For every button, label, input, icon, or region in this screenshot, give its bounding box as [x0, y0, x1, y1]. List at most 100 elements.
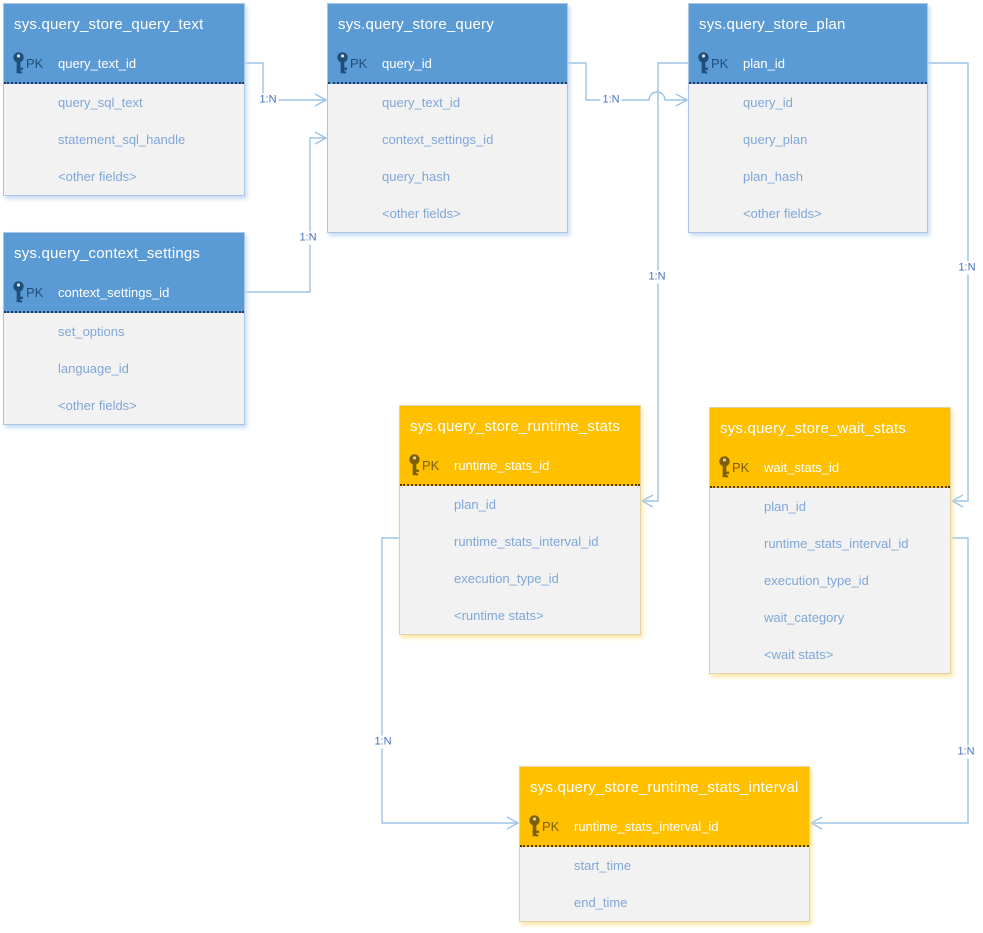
- field-row: query_id: [689, 84, 927, 121]
- primary-key-icon: [336, 51, 349, 75]
- field-list: plan_id runtime_stats_interval_id execut…: [710, 488, 950, 673]
- field-name: <wait stats>: [764, 647, 834, 662]
- field-row: <wait stats>: [710, 636, 950, 673]
- field-row: <runtime stats>: [400, 597, 640, 634]
- arrowhead-left-icon: [950, 494, 964, 508]
- entity-title: sys.query_store_query_text: [4, 4, 244, 44]
- field-name: <other fields>: [58, 169, 137, 184]
- field-list: query_text_id context_settings_id query_…: [328, 84, 567, 232]
- primary-key-row: PK plan_id: [689, 44, 927, 84]
- field-row: query_plan: [689, 121, 927, 158]
- arrowhead-right-icon: [675, 93, 689, 107]
- relationship-label: 1:N: [600, 93, 622, 107]
- entity-query-context-settings[interactable]: sys.query_context_settings PK context_se…: [3, 232, 245, 425]
- field-name: <runtime stats>: [454, 608, 544, 623]
- primary-key-row: PK wait_stats_id: [710, 448, 950, 488]
- primary-key-row: PK query_text_id: [4, 44, 244, 84]
- primary-key-row: PK context_settings_id: [4, 273, 244, 313]
- field-name: execution_type_id: [764, 573, 869, 588]
- arrowhead-left-icon: [809, 816, 823, 830]
- primary-key-icon: [12, 280, 25, 304]
- primary-key-icon: [408, 453, 421, 477]
- field-row: plan_id: [710, 488, 950, 525]
- entity-query-store-wait-stats[interactable]: sys.query_store_wait_stats PK wait_stats…: [709, 407, 951, 674]
- arrowhead-right-icon: [506, 816, 520, 830]
- field-row: end_time: [520, 884, 809, 921]
- pk-field-name: context_settings_id: [58, 284, 170, 300]
- primary-key-icon: [528, 814, 541, 838]
- pk-badge: PK: [350, 55, 368, 71]
- primary-key-row: PK query_id: [328, 44, 567, 84]
- entity-title: sys.query_store_plan: [689, 4, 927, 44]
- pk-badge: PK: [26, 55, 44, 71]
- field-row: runtime_stats_interval_id: [400, 523, 640, 560]
- field-row: execution_type_id: [400, 560, 640, 597]
- arrowhead-right-icon: [314, 131, 328, 145]
- field-name: plan_id: [764, 499, 806, 514]
- field-name: <other fields>: [58, 398, 137, 413]
- pk-badge: PK: [711, 55, 729, 71]
- field-name: context_settings_id: [382, 132, 494, 147]
- entity-query-store-query-text[interactable]: sys.query_store_query_text PK query_text…: [3, 3, 245, 196]
- field-row: execution_type_id: [710, 562, 950, 599]
- field-row: set_options: [4, 313, 244, 350]
- primary-key-row: PK runtime_stats_id: [400, 446, 640, 486]
- primary-key-row: PK runtime_stats_interval_id: [520, 807, 809, 847]
- field-name: language_id: [58, 361, 129, 376]
- field-row: statement_sql_handle: [4, 121, 244, 158]
- pk-field-name: runtime_stats_interval_id: [574, 818, 719, 834]
- field-name: set_options: [58, 324, 125, 339]
- field-name: query_sql_text: [58, 95, 143, 110]
- pk-field-name: wait_stats_id: [764, 459, 840, 475]
- relationship-label: 1:N: [956, 261, 978, 275]
- field-name: runtime_stats_interval_id: [454, 534, 599, 549]
- pk-badge: PK: [732, 459, 750, 475]
- field-row: <other fields>: [328, 195, 567, 232]
- field-row: language_id: [4, 350, 244, 387]
- field-list: plan_id runtime_stats_interval_id execut…: [400, 486, 640, 634]
- field-name: query_id: [743, 95, 793, 110]
- connector-query-plan: [568, 62, 687, 101]
- entity-query-store-query[interactable]: sys.query_store_query PK query_id query_…: [327, 3, 568, 233]
- pk-badge: PK: [26, 284, 44, 300]
- field-name: wait_category: [764, 610, 845, 625]
- relationship-label: 1:N: [257, 93, 279, 107]
- field-row: query_text_id: [328, 84, 567, 121]
- pk-field-name: plan_id: [743, 55, 785, 71]
- field-row: query_sql_text: [4, 84, 244, 121]
- field-row: <other fields>: [4, 158, 244, 195]
- pk-badge: PK: [422, 457, 440, 473]
- field-name: <other fields>: [743, 206, 822, 221]
- pk-field-name: runtime_stats_id: [454, 457, 550, 473]
- entity-query-store-runtime-stats-interval[interactable]: sys.query_store_runtime_stats_interval P…: [519, 766, 810, 922]
- pk-field-name: query_text_id: [58, 55, 137, 71]
- field-row: runtime_stats_interval_id: [710, 525, 950, 562]
- pk-field-name: query_id: [382, 55, 432, 71]
- relationship-label: 1:N: [955, 745, 977, 759]
- arrowhead-right-icon: [314, 93, 328, 107]
- field-name: statement_sql_handle: [58, 132, 186, 147]
- relationship-label: 1:N: [646, 270, 668, 284]
- entity-title: sys.query_store_runtime_stats_interval: [520, 767, 809, 807]
- field-name: query_hash: [382, 169, 450, 184]
- pk-badge: PK: [542, 818, 560, 834]
- field-name: plan_id: [454, 497, 496, 512]
- field-list: start_time end_time: [520, 847, 809, 921]
- field-list: set_options language_id <other fields>: [4, 313, 244, 424]
- arrowhead-left-icon: [640, 494, 654, 508]
- field-row: <other fields>: [4, 387, 244, 424]
- field-row: start_time: [520, 847, 809, 884]
- entity-title: sys.query_store_wait_stats: [710, 408, 950, 448]
- entity-query-store-plan[interactable]: sys.query_store_plan PK plan_id query_id…: [688, 3, 928, 233]
- relationship-label: 1:N: [297, 231, 319, 245]
- field-name: execution_type_id: [454, 571, 559, 586]
- field-list: query_sql_text statement_sql_handle <oth…: [4, 84, 244, 195]
- field-row: plan_hash: [689, 158, 927, 195]
- entity-title: sys.query_store_runtime_stats: [400, 406, 640, 446]
- field-name: end_time: [574, 895, 628, 910]
- field-row: query_hash: [328, 158, 567, 195]
- primary-key-icon: [718, 455, 731, 479]
- field-name: start_time: [574, 858, 632, 873]
- entity-query-store-runtime-stats[interactable]: sys.query_store_runtime_stats PK runtime…: [399, 405, 641, 635]
